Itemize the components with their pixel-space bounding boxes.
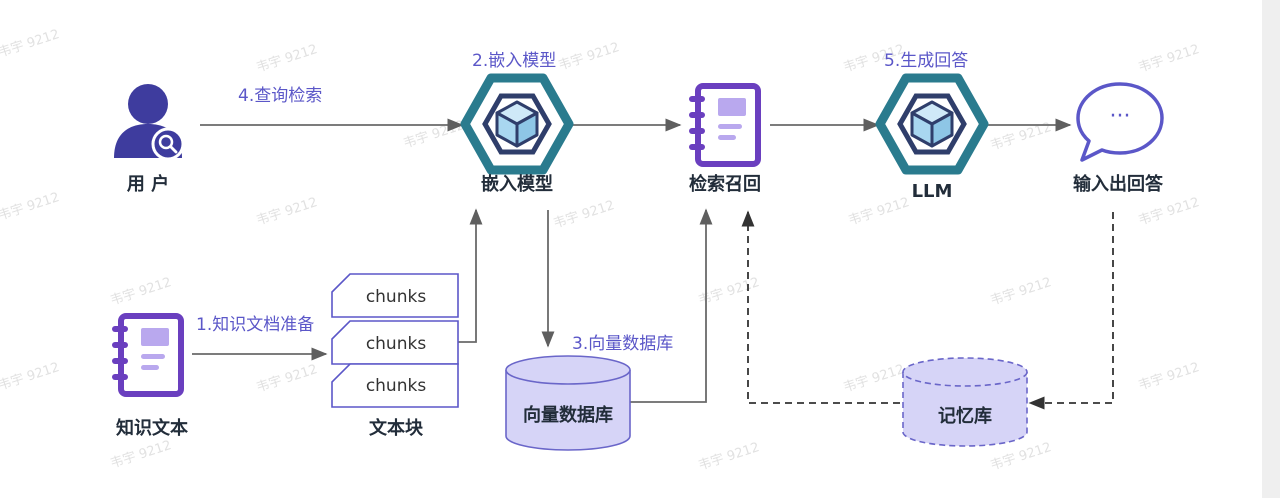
watermark: 韦宇 9212 bbox=[255, 362, 320, 396]
watermark: 韦宇 9212 bbox=[697, 440, 762, 474]
notebook-icon bbox=[689, 83, 761, 167]
knowledge-notebook-icon bbox=[112, 313, 184, 397]
watermark: 韦宇 9212 bbox=[0, 190, 61, 224]
arrow-output-to-memory bbox=[1028, 212, 1114, 410]
step-label-vector-db: 3.向量数据库 bbox=[572, 334, 673, 354]
node-label-knowledge-text: 知识文本 bbox=[116, 417, 188, 439]
node-label-memory-db: 记忆库 bbox=[938, 405, 992, 427]
node-label-llm: LLM bbox=[912, 181, 953, 202]
chunk-label: chunks bbox=[366, 376, 427, 396]
arrow-vectordb-to-retrieval bbox=[630, 208, 713, 403]
watermark: 韦宇 9212 bbox=[847, 195, 912, 229]
watermark: 韦宇 9212 bbox=[989, 275, 1054, 309]
step-label-embed: 2.嵌入模型 bbox=[472, 51, 556, 71]
watermark: 韦宇 9212 bbox=[557, 40, 622, 74]
watermark: 韦宇 9212 bbox=[1137, 360, 1202, 394]
llm-icon bbox=[875, 73, 989, 175]
watermark: 韦宇 9212 bbox=[989, 440, 1054, 474]
chunk-card-2: chunks bbox=[331, 320, 459, 365]
node-label-retrieval: 检索召回 bbox=[689, 173, 761, 195]
step-label-query: 4.查询检索 bbox=[238, 86, 322, 106]
user-icon bbox=[114, 84, 185, 161]
chat-bubble-icon: ··· bbox=[1076, 82, 1164, 162]
step-label-prepare: 1.知识文档准备 bbox=[196, 315, 314, 335]
chunk-card-1: chunks bbox=[331, 273, 459, 318]
node-label-text-chunks: 文本块 bbox=[369, 417, 424, 439]
watermark: 韦宇 9212 bbox=[842, 362, 907, 396]
dashed-connectors bbox=[741, 210, 1114, 410]
chat-bubble-dots: ··· bbox=[1110, 104, 1131, 129]
node-label-user: 用 户 bbox=[127, 173, 169, 195]
node-label-vector-db: 向量数据库 bbox=[523, 404, 613, 426]
step-label-generate: 5.生成回答 bbox=[884, 51, 968, 71]
chunk-label: chunks bbox=[366, 334, 427, 354]
arrow-chunks-to-embed bbox=[458, 208, 483, 343]
chunk-card-3: chunks bbox=[331, 363, 459, 408]
watermark: 韦宇 9212 bbox=[0, 27, 61, 61]
vector-db-cylinder bbox=[505, 355, 631, 451]
watermark: 韦宇 9212 bbox=[552, 198, 617, 232]
embed-model-icon bbox=[460, 73, 574, 175]
connectors bbox=[192, 118, 1072, 403]
watermark: 韦宇 9212 bbox=[1137, 195, 1202, 229]
watermark: 韦宇 9212 bbox=[255, 42, 320, 76]
watermark: 韦宇 9212 bbox=[0, 360, 61, 394]
chunk-label: chunks bbox=[366, 287, 427, 307]
memory-db-cylinder bbox=[902, 357, 1028, 447]
watermark: 韦宇 9212 bbox=[109, 438, 174, 472]
arrow-memory-to-retrieval bbox=[741, 210, 900, 404]
node-label-output: 输入出回答 bbox=[1073, 173, 1164, 195]
watermark: 韦宇 9212 bbox=[109, 275, 174, 309]
node-label-embed-model: 嵌入模型 bbox=[481, 173, 553, 195]
watermark: 韦宇 9212 bbox=[1137, 42, 1202, 76]
watermark: 韦宇 9212 bbox=[255, 195, 320, 229]
watermark: 韦宇 9212 bbox=[402, 118, 467, 152]
